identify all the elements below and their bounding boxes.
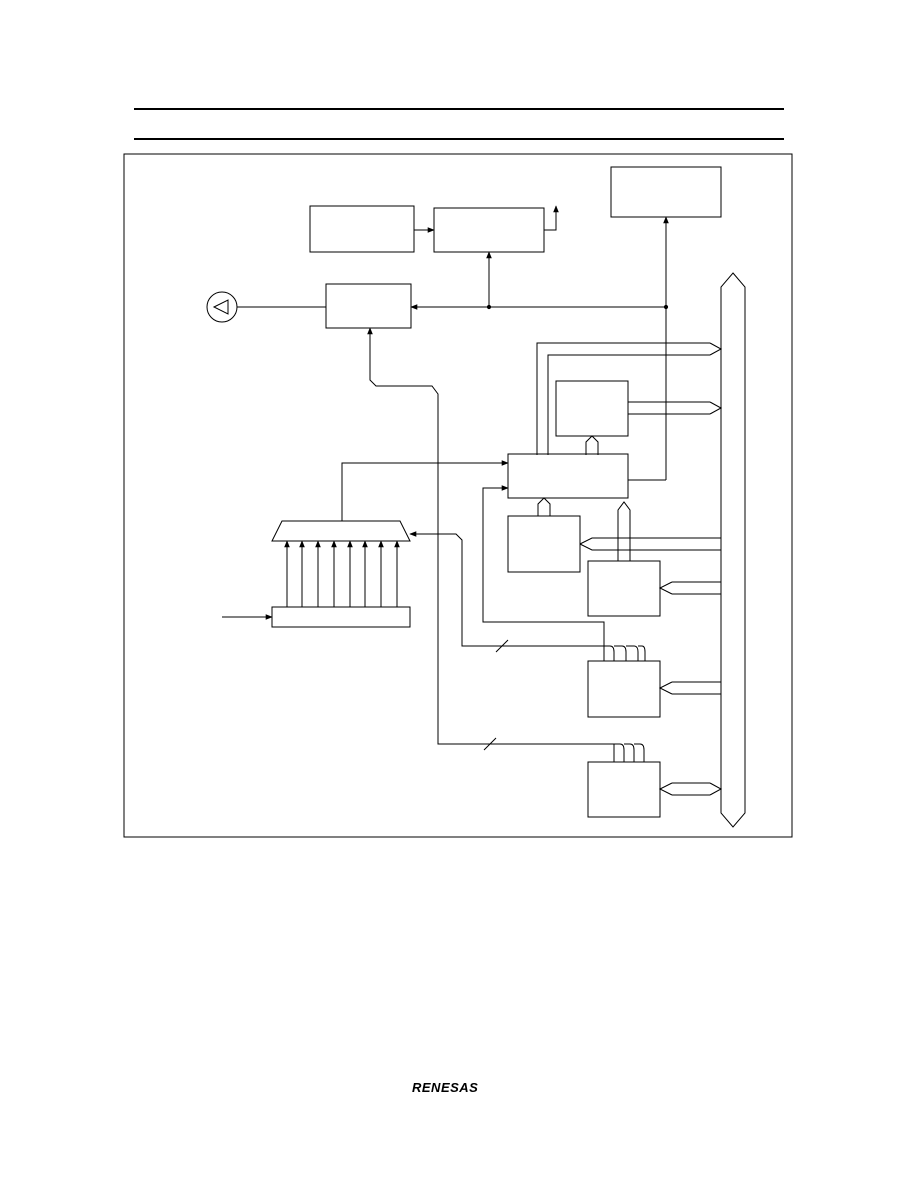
block-top-middle (433, 207, 545, 253)
bus-line-c2 (579, 543, 721, 551)
block-register-right-3 (587, 761, 661, 818)
block-register-right-2 (587, 660, 661, 718)
block-top-right (610, 166, 722, 218)
header-rule-bottom (134, 138, 784, 140)
block-output-buffer (325, 283, 412, 329)
pin-triangle-icon (212, 299, 229, 315)
conn-lowerleft-center (537, 497, 551, 516)
fanin-2 (604, 645, 646, 661)
renesas-logo: RENESAS (412, 1080, 479, 1095)
block-counter (271, 606, 411, 628)
wire-select-mux (409, 531, 605, 661)
junction-dot-2 (663, 304, 669, 310)
block-register-upper (555, 380, 629, 437)
header-rule-top (134, 108, 784, 110)
bus-line-c1 (579, 537, 721, 545)
multiplexer (271, 520, 411, 542)
figure-frame (123, 153, 793, 838)
block-control (507, 453, 629, 499)
junction-dot-1 (486, 304, 492, 310)
bus-arrow-d (658, 581, 673, 595)
bus-arrow-f (658, 782, 673, 796)
bus-line-a2 (547, 354, 710, 455)
bus-arrow-a (709, 342, 723, 356)
conn-reg-center (585, 435, 599, 455)
bus-arrow-f2 (709, 782, 723, 796)
wire-output-compare (367, 327, 615, 762)
bus-slash-1 (495, 639, 509, 653)
bus-arrow-b (709, 401, 723, 415)
block-register-lower-left (507, 515, 581, 573)
wire-tm-out (544, 205, 559, 231)
conn-center-vertical (617, 501, 631, 561)
block-register-right-1 (587, 560, 661, 617)
wire-feedback-control (482, 485, 605, 646)
bus-line-a1 (536, 342, 710, 455)
block-top-left (309, 205, 415, 253)
fanin-3 (614, 743, 645, 762)
bus-slash-2 (483, 737, 497, 751)
bus-arrow-e (658, 681, 673, 695)
wire-mux-control (341, 460, 509, 521)
internal-bus (720, 272, 746, 828)
output-pin-icon (206, 291, 238, 323)
